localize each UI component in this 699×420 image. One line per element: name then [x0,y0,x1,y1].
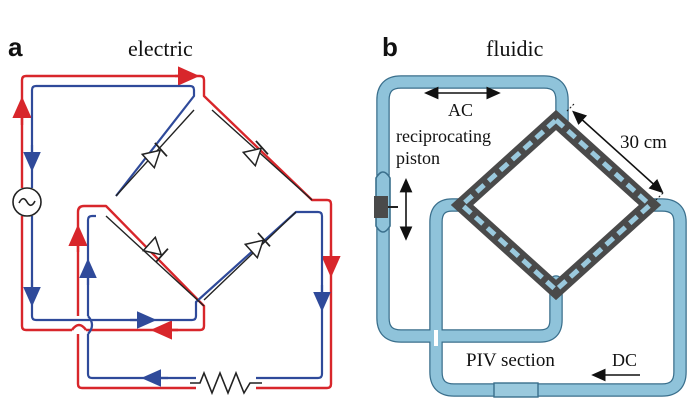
piston-icon [374,171,398,233]
panel-b: b fluidic [374,32,687,398]
panel-a-title: electric [128,36,193,61]
wire-crossover [87,315,94,335]
label-length: 30 cm [620,132,667,153]
piv-section-window [493,382,539,398]
wire-crossover [71,323,87,331]
panel-b-letter: b [382,32,398,62]
panel-a-letter: a [8,32,23,62]
resistor-icon [190,370,262,396]
ac-source-icon [12,187,42,217]
red-current-path [20,74,333,390]
diode-icon [141,235,169,263]
label-piston-line1: reciprocating [396,126,491,146]
label-ac: AC [448,100,473,120]
diode-icon [241,140,269,168]
length-ticks [565,103,664,202]
diode-icon [243,232,271,260]
bridge-wire [203,211,297,301]
blue-current-path [30,84,324,380]
bridge-wire [211,109,313,201]
label-piv: PIV section [466,350,555,371]
bridge-wire [105,215,205,307]
label-piston-line2: piston [396,148,440,168]
panel-b-title: fluidic [486,36,544,61]
panel-a: a electric [8,32,341,396]
label-dc: DC [612,350,637,370]
diode-icon [140,142,168,170]
length-arrow-icon [572,110,664,194]
